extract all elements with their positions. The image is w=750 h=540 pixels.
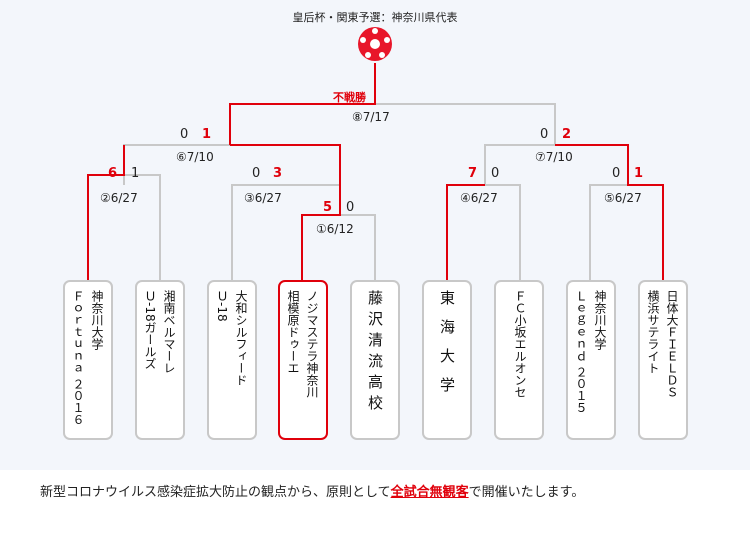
line-qf2-loser <box>231 184 340 280</box>
line-qf3-loser <box>485 184 521 280</box>
team-name: 藤沢清流高校 <box>366 290 384 416</box>
team-subname: 横浜サテライト <box>646 290 660 374</box>
team-name: ノジマステラ神奈川 <box>305 290 319 398</box>
sf1-score-left: 0 <box>180 127 189 142</box>
r1-score-right: 0 <box>346 200 355 215</box>
team-card-shonan-bellmare[interactable]: 湘南ベルマーレ Ｕ-18ガールズ <box>135 280 185 440</box>
team-name: 神奈川大学 <box>593 290 607 350</box>
qf2-score-left: 0 <box>252 166 261 181</box>
team-name: 東海大学 <box>438 290 456 406</box>
notice-text: 新型コロナウイルス感染症拡大防止の観点から、原則として全試合無観客で開催いたしま… <box>40 481 584 500</box>
notice-before: 新型コロナウイルス感染症拡大防止の観点から、原則として <box>40 485 391 500</box>
team-card-yamato-sylphid[interactable]: 大和シルフィード Ｕ-18 <box>207 280 257 440</box>
qf1-score-right: 1 <box>131 166 140 181</box>
team-name: 日体大ＦＩＥＬＤＳ <box>665 290 679 398</box>
notice-after: で開催いたします。 <box>468 485 585 500</box>
final-label: ⑧7/17 <box>352 110 390 124</box>
team-subname: Ｆｏｒｔｕｎａ ２０１６ <box>71 290 85 426</box>
team-name: ＦＣ小坂エルオンセ <box>513 290 527 398</box>
team-card-kanagawa-univ-fortuna[interactable]: 神奈川大学 Ｆｏｒｔｕｎａ ２０１６ <box>63 280 113 440</box>
notice-highlight: 全試合無観客 <box>390 485 469 500</box>
r1-score-left: 5 <box>323 200 333 215</box>
bracket-lines <box>87 27 664 280</box>
qf4-score-left: 0 <box>612 166 621 181</box>
walkover-note: 不戦勝 <box>333 91 366 104</box>
team-name: 神奈川大学 <box>90 290 104 350</box>
qf4-label: ⑤6/27 <box>604 191 642 205</box>
qf3-score-left: 7 <box>468 166 478 181</box>
team-card-tokai-univ[interactable]: 東海大学 <box>422 280 472 440</box>
line-qf1-loser <box>124 174 161 280</box>
line-r1-winner <box>301 185 341 280</box>
line-sf2-loser <box>484 144 555 185</box>
qf3-score-right: 0 <box>491 166 500 181</box>
winning-paths <box>87 63 664 280</box>
qf3-label: ④6/27 <box>460 191 498 205</box>
losing-paths <box>123 103 628 280</box>
qf4-score-right: 1 <box>634 166 644 181</box>
team-name: 湘南ベルマーレ <box>162 290 176 374</box>
qf1-label: ②6/27 <box>100 191 138 205</box>
line-qf4-winner <box>555 144 664 280</box>
team-subname: Ｕ-18 <box>215 290 229 322</box>
qf2-label: ③6/27 <box>244 191 282 205</box>
line-qf4-loser <box>589 184 628 280</box>
team-card-nojima-stella[interactable]: ノジマステラ神奈川 相模原ドゥーエ <box>278 280 328 440</box>
qf1-score-left: 6 <box>108 166 118 181</box>
team-card-kanagawa-univ-legend[interactable]: 神奈川大学 Ｌｅｇｅｎｄ ２０１５ <box>566 280 616 440</box>
team-subname: Ｌｅｇｅｎｄ ２０１５ <box>574 290 588 414</box>
team-subname: Ｕ-18ガールズ <box>143 290 157 370</box>
line-qf2-winner <box>230 144 341 185</box>
soccer-ball-icon <box>358 27 392 61</box>
line-qf1-winner <box>87 145 125 280</box>
sf1-score-right: 1 <box>202 127 212 142</box>
line-r1-loser <box>340 214 376 280</box>
line-final-loser <box>375 103 556 145</box>
sf2-score-left: 0 <box>540 127 549 142</box>
sf2-label: ⑦7/10 <box>535 150 573 164</box>
team-card-fujisawa-seiryu[interactable]: 藤沢清流高校 <box>350 280 400 440</box>
sf1-label: ⑥7/10 <box>176 150 214 164</box>
team-name: 大和シルフィード <box>234 290 248 386</box>
r1-label: ①6/12 <box>316 222 354 236</box>
line-qf3-winner <box>446 184 485 280</box>
bracket-area: 皇后杯・関東予選：神奈川県代表 不戦勝 ⑧7/17 0 1 ⑥7/10 0 2 … <box>0 0 750 470</box>
team-card-nittaidai-fields[interactable]: 日体大ＦＩＥＬＤＳ 横浜サテライト <box>638 280 688 440</box>
team-card-fc-kosaka-elonce[interactable]: ＦＣ小坂エルオンセ <box>494 280 544 440</box>
sf2-score-right: 2 <box>562 127 572 142</box>
team-subname: 相模原ドゥーエ <box>286 290 300 374</box>
tournament-title: 皇后杯・関東予選：神奈川県代表 <box>292 11 458 24</box>
qf2-score-right: 3 <box>273 166 283 181</box>
line-sf1-winner <box>229 63 376 145</box>
